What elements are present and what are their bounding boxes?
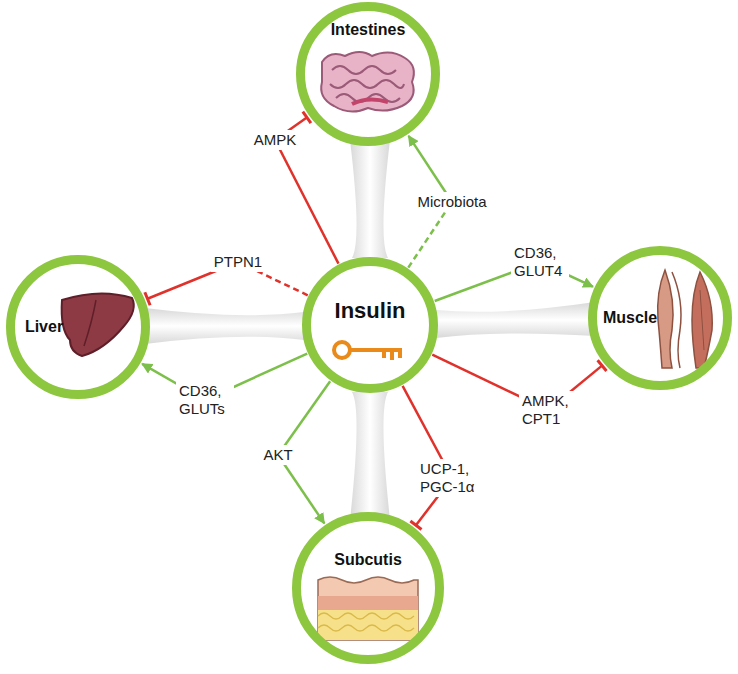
liver-illustration <box>62 293 134 356</box>
pathway-label: Microbiota <box>414 192 489 212</box>
organ-circle: Intestines <box>296 2 440 146</box>
node-title: Muscle <box>603 309 657 327</box>
muscle-illustration <box>658 270 713 368</box>
node-title: Insulin <box>335 298 406 324</box>
key-icon <box>334 342 402 360</box>
pathway-label: AKT <box>260 445 295 465</box>
organ-circle: Subcutis <box>292 512 444 664</box>
node-grounds <box>12 8 726 658</box>
connector-segment <box>278 455 324 523</box>
node-title: Liver <box>25 318 63 336</box>
connector-spokes <box>145 140 595 520</box>
organ-circle: Muscle <box>588 246 732 390</box>
organ-circle: Liver <box>6 255 150 399</box>
node-title: Intestines <box>331 21 406 39</box>
pathway-label: PTPN1 <box>211 252 265 272</box>
pathway-label: AMPK <box>251 130 300 150</box>
intestines-illustration <box>321 52 414 112</box>
connector-segment <box>278 381 330 455</box>
skin-illustration <box>318 577 418 640</box>
pathway-label: UCP-1, PGC-1α <box>417 459 487 497</box>
organ-circle: Insulin <box>302 257 438 393</box>
node-title: Subcutis <box>334 551 402 569</box>
inhibition-connector <box>403 386 452 525</box>
pathway-label: CD36, GLUT4 <box>511 243 569 281</box>
connector-segment <box>275 140 338 264</box>
pathway-label: CD36, GLUTs <box>176 381 234 419</box>
pathway-label: AMPK, CPT1 <box>519 391 577 429</box>
